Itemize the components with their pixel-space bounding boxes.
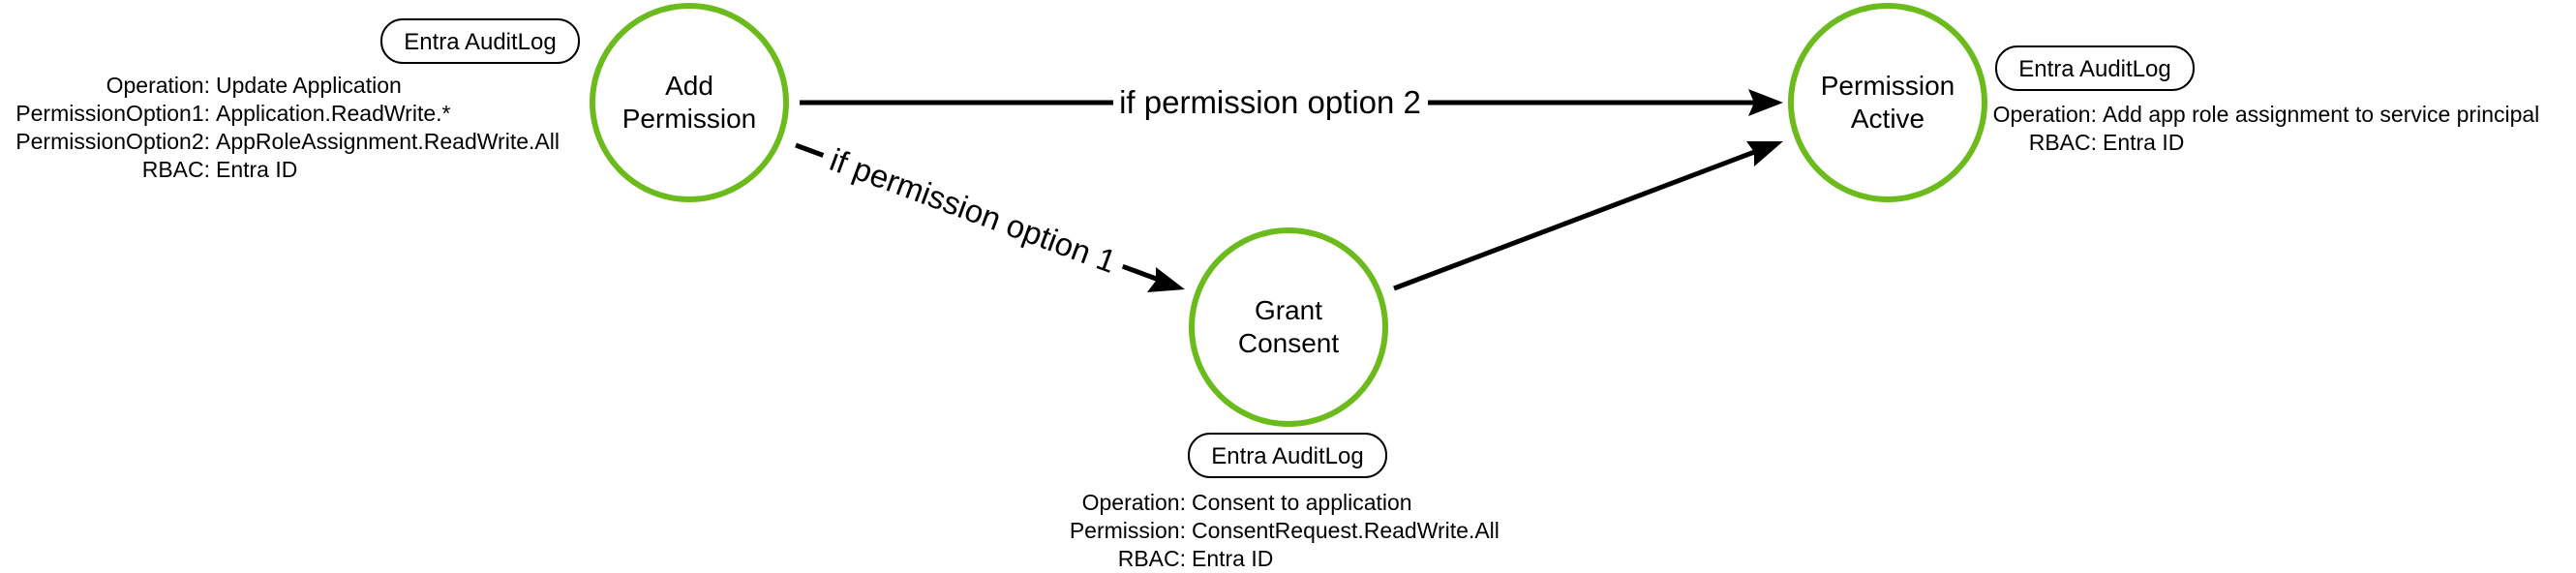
detail-key: Operation: <box>106 73 210 98</box>
detail-value: ConsentRequest.ReadWrite.All <box>1192 518 1500 543</box>
log-tag-permission-active-label: Entra AuditLog <box>2018 56 2170 82</box>
detail-value: Add app role assignment to service princ… <box>2103 102 2539 127</box>
log-tag-grant-consent: Entra AuditLog <box>1188 433 1387 478</box>
node-grant-consent-line2: Consent <box>1238 328 1340 358</box>
node-permission-active-line2: Active <box>1851 104 1924 134</box>
node-add-permission-line2: Permission <box>622 104 756 134</box>
node-add-permission-circle <box>590 3 789 202</box>
edge-option-2-label: if permission option 2 <box>1119 84 1421 120</box>
node-grant-consent-circle <box>1189 227 1388 427</box>
detail-key: RBAC: <box>1118 546 1186 571</box>
detail-key: Operation: <box>1082 490 1186 515</box>
node-permission-active: Permission Active <box>1788 3 1987 202</box>
detail-value: Entra ID <box>216 157 297 182</box>
log-tag-add-permission: Entra AuditLog <box>380 18 580 64</box>
node-add-permission: Add Permission <box>590 3 789 202</box>
details-grant-consent: Operation: Consent to application Permis… <box>1070 490 1500 571</box>
edge-option-1-label: if permission option 1 <box>826 141 1121 280</box>
edge-option-2-arrowhead <box>1748 89 1783 116</box>
log-tag-add-permission-label: Entra AuditLog <box>404 29 556 55</box>
detail-value: Entra ID <box>1192 546 1273 571</box>
edge-consent-to-active <box>1393 141 1783 291</box>
node-grant-consent: Grant Consent <box>1189 227 1388 427</box>
detail-value: Entra ID <box>2103 130 2184 155</box>
node-permission-active-circle <box>1788 3 1987 202</box>
detail-key: PermissionOption2: <box>15 129 210 154</box>
log-tag-grant-consent-box <box>1188 433 1387 478</box>
node-add-permission-line1: Add <box>665 71 713 101</box>
node-grant-consent-line1: Grant <box>1255 295 1322 325</box>
edge-consent-to-active-line <box>1393 148 1758 291</box>
log-tag-grant-consent-label: Entra AuditLog <box>1211 443 1363 469</box>
detail-value: Consent to application <box>1192 490 1412 515</box>
detail-value: Update Application <box>216 73 402 98</box>
detail-value: AppRoleAssignment.ReadWrite.All <box>216 129 560 154</box>
edge-option-1-arrowhead <box>1147 267 1185 292</box>
log-tag-permission-active: Entra AuditLog <box>1995 45 2195 91</box>
edge-consent-to-active-arrowhead <box>1746 141 1783 166</box>
detail-key: RBAC: <box>142 157 210 182</box>
detail-key: RBAC: <box>2029 130 2097 155</box>
details-add-permission: Operation: Update Application Permission… <box>15 73 560 182</box>
detail-key: Permission: <box>1070 518 1186 543</box>
edge-option-2-label-bg <box>1113 79 1428 124</box>
log-tag-add-permission-box <box>380 18 580 64</box>
detail-key: PermissionOption1: <box>15 101 210 126</box>
edge-option-1: if permission option 1 <box>795 132 1185 292</box>
detail-key: Operation: <box>1993 102 2097 127</box>
detail-value: Application.ReadWrite.* <box>216 101 451 126</box>
edge-option-1-label-bg <box>815 132 1132 286</box>
details-permission-active: Operation: Add app role assignment to se… <box>1993 102 2540 155</box>
node-permission-active-line1: Permission <box>1821 71 1955 101</box>
log-tag-permission-active-box <box>1995 45 2195 91</box>
edge-option-2: if permission option 2 <box>800 79 1783 124</box>
